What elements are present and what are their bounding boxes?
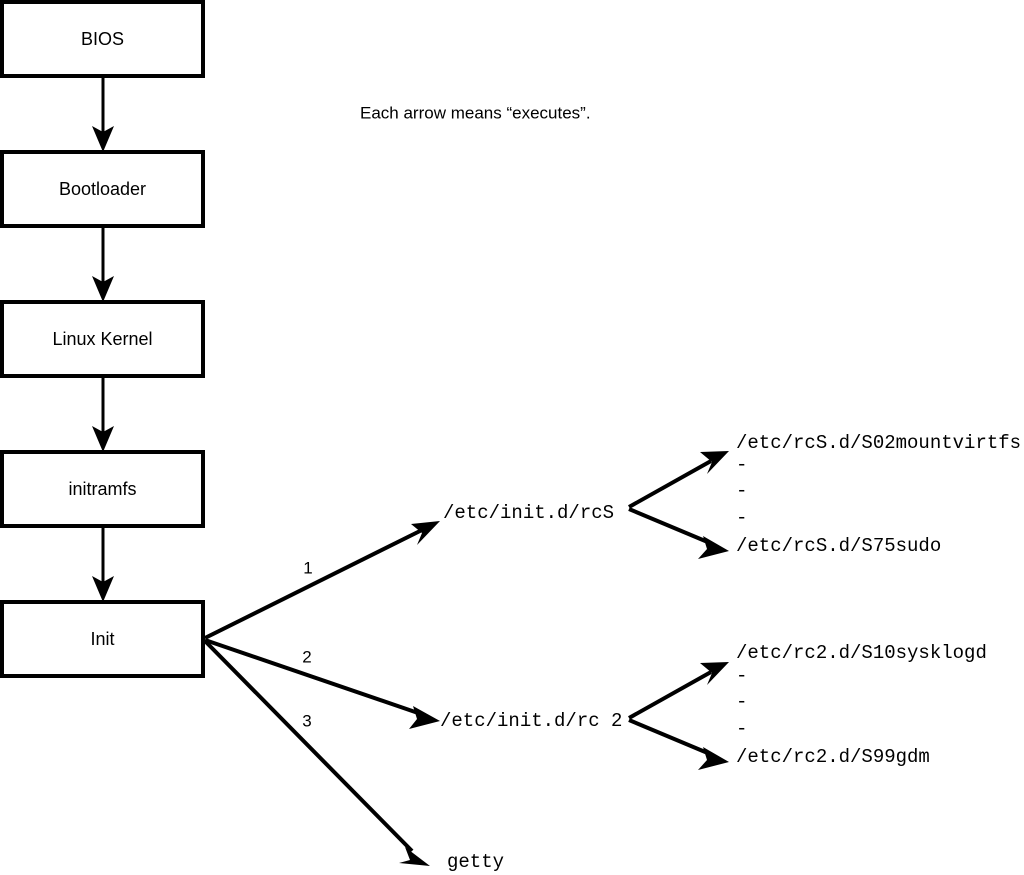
rcs-node-label[interactable]: /etc/init.d/rcS (443, 502, 614, 524)
legend-note: Each arrow means “executes”. (360, 103, 591, 122)
arrow-init-branch-3 (203, 639, 430, 866)
arrowhead-icon (698, 747, 729, 770)
arrowhead-icon (411, 521, 440, 545)
arrowhead-icon (92, 426, 114, 452)
arrowhead-icon (399, 847, 430, 866)
node-initramfs[interactable]: initramfs (0, 450, 205, 528)
node-bios[interactable]: BIOS (0, 0, 205, 78)
rc2-ellipsis-dash-3: - (736, 718, 747, 740)
arrowhead-icon (700, 451, 729, 474)
arrowhead-icon (92, 276, 114, 302)
rc2-ellipsis-dash-1: - (736, 665, 747, 687)
bootloader-label: Bootloader (59, 179, 146, 199)
bios-label: BIOS (81, 29, 124, 49)
arrow-init-branch-1 (204, 521, 440, 640)
bios-box[interactable] (0, 0, 205, 78)
rc2-script-last[interactable]: /etc/rc2.d/S99gdm (736, 746, 930, 768)
rcs-script-first[interactable]: /etc/rcS.d/S02mountvirtfs (736, 432, 1021, 454)
node-bootloader[interactable]: Bootloader (0, 150, 205, 228)
rcs-ellipsis-dash-1: - (736, 454, 747, 476)
arrow-rcs-to-last-script (628, 507, 729, 559)
arrow-rcs-to-first-script (628, 451, 729, 509)
branch-number-1: 1 (303, 558, 312, 577)
branch-number-2: 2 (302, 647, 311, 666)
arrow-bios-to-bootloader (92, 76, 114, 152)
arrow-init-branch-2 (204, 638, 440, 729)
rcs-ellipsis-dash-2: - (736, 480, 747, 502)
arrow-rc2-to-last-script (628, 718, 729, 770)
arrowhead-icon (409, 706, 440, 729)
rcs-script-last[interactable]: /etc/rcS.d/S75sudo (736, 535, 941, 557)
arrowhead-icon (92, 126, 114, 152)
branch-number-3: 3 (302, 711, 311, 730)
init-box[interactable] (0, 600, 205, 678)
arrow-initramfs-to-init (92, 526, 114, 602)
arrowhead-icon (698, 536, 729, 559)
initramfs-box[interactable] (0, 450, 205, 528)
arrowhead-icon (700, 662, 729, 685)
rcs-ellipsis-dash-3: - (736, 507, 747, 529)
rc2-node-label[interactable]: /etc/init.d/rc 2 (440, 710, 622, 732)
arrowhead-icon (92, 576, 114, 602)
arrow-rc2-to-first-script (628, 662, 729, 720)
linux-kernel-label: Linux Kernel (52, 329, 152, 349)
rc2-script-first[interactable]: /etc/rc2.d/S10sysklogd (736, 642, 987, 664)
rc2-ellipsis-dash-2: - (736, 691, 747, 713)
initramfs-label: initramfs (68, 479, 136, 499)
arrow-kernel-to-initramfs (92, 376, 114, 452)
node-init[interactable]: Init (0, 600, 205, 678)
node-linux-kernel[interactable]: Linux Kernel (0, 300, 205, 378)
getty-node-label[interactable]: getty (447, 851, 504, 873)
arrow-bootloader-to-kernel (92, 226, 114, 302)
init-label: Init (90, 629, 114, 649)
